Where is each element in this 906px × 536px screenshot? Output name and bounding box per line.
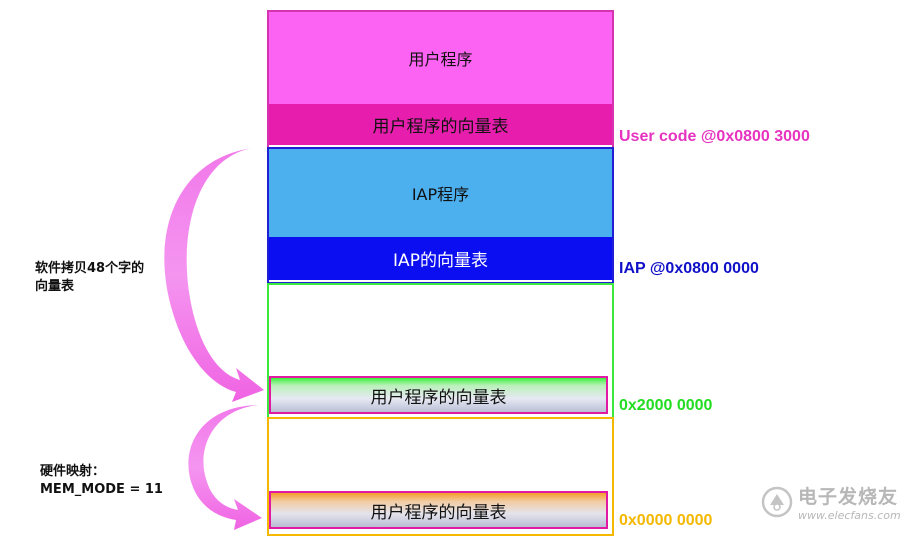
iap-address: IAP @0x0800 0000 [619, 260, 759, 277]
iap-vector-table-label: IAP的向量表 [393, 251, 488, 271]
boot-address: 0x0000 0000 [619, 512, 713, 529]
watermark-url: www.elecfans.com [798, 509, 901, 522]
map-note-line1: 硬件映射： [40, 464, 106, 479]
user-code-address: User code @0x0800 3000 [619, 128, 810, 145]
iap-region: IAP程序 IAP的向量表 [267, 147, 614, 284]
user-program-label: 用户程序 [408, 50, 473, 69]
watermark-logo-icon [761, 486, 793, 518]
boot-vector-table-block: 用户程序的向量表 [269, 491, 608, 529]
map-note-line2: MEM_MODE = 11 [40, 482, 163, 497]
sram-address: 0x2000 0000 [619, 397, 713, 414]
copy-note: 软件拷贝48个字的 向量表 [35, 260, 144, 296]
iap-vector-table-block: IAP的向量表 [269, 237, 612, 280]
iap-program-label: IAP程序 [411, 185, 470, 204]
boot-vector-table-label: 用户程序的向量表 [370, 502, 507, 523]
user-code-region: 用户程序 用户程序的向量表 [267, 10, 614, 149]
user-program-block: 用户程序 [269, 12, 612, 104]
map-arrow-icon [188, 405, 262, 530]
copy-arrow-icon [164, 148, 264, 402]
copy-note-line1: 软件拷贝48个字的 [35, 261, 145, 276]
iap-program-block: IAP程序 [269, 149, 612, 237]
sram-vector-table-block: 用户程序的向量表 [269, 376, 608, 414]
user-vector-table-block: 用户程序的向量表 [269, 104, 612, 145]
copy-note-line2: 向量表 [35, 279, 75, 294]
watermark: 电子发烧友 www.elecfans.com [760, 482, 901, 522]
watermark-text: 电子发烧友 [798, 486, 899, 508]
user-vector-table-label: 用户程序的向量表 [372, 117, 509, 137]
map-note: 硬件映射： MEM_MODE = 11 [40, 463, 163, 499]
sram-vector-table-label: 用户程序的向量表 [370, 387, 507, 408]
